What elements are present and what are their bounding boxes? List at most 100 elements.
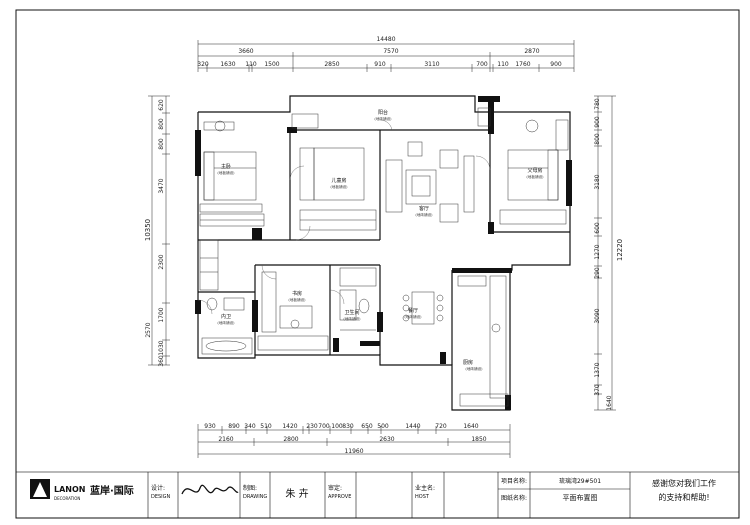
dim-right-6: 1270 <box>594 244 601 259</box>
dim-top-detail-2: 1630 <box>220 61 235 68</box>
dim-left-5: 2300 <box>158 254 165 269</box>
drawing-label-en: DRAWING <box>243 494 267 500</box>
dim-bottom-14: 1640 <box>463 423 478 430</box>
dim-top-detail-3: 110 <box>245 61 257 68</box>
dim-right-total: 12220 <box>616 239 624 261</box>
dim-top-detail-1: 320 <box>197 61 209 68</box>
dim-right-11: 1640 <box>606 395 613 410</box>
dim-bottom-11: 500 <box>377 423 389 430</box>
room-ensuite: 内卫 <box>221 313 231 320</box>
approve-label-en: APPROVE <box>328 494 351 500</box>
room-study: 书房 <box>292 290 302 297</box>
dim-right-4: 3180 <box>594 174 601 189</box>
dim-bottom-13: 720 <box>435 423 447 430</box>
dim-top-detail-7: 3110 <box>424 61 439 68</box>
logo-text: LANON <box>54 485 85 494</box>
dim-left-6: 1700 <box>158 307 165 322</box>
dim-left-total: 10350 <box>144 219 152 241</box>
dim-top-mid-2: 7570 <box>383 48 398 55</box>
thanks-line-2: 的支持和帮助! <box>658 492 709 502</box>
floor-walls <box>197 95 571 411</box>
room-kitchen: 厨房 <box>463 359 473 366</box>
dim-bottom-total: 11960 <box>344 448 363 455</box>
host-label-en: HOST <box>415 494 430 500</box>
room-master-bedroom-note: (地板铺设) <box>217 170 235 175</box>
dim-bottom-mid-4: 1850 <box>471 436 486 443</box>
dim-top-total: 14480 <box>376 36 395 43</box>
dim-right-7: 290 <box>594 267 601 279</box>
room-living-room: 客厅 <box>419 205 429 212</box>
dim-left-7: 2570 <box>145 322 152 337</box>
dim-right-1: 780 <box>594 98 601 110</box>
dim-bottom-12: 1440 <box>405 423 420 430</box>
room-labels: 主卧 (地板铺设) 儿童房 (地板铺设) 阳台 (地砖铺设) 客厅 (地砖铺设)… <box>217 109 544 371</box>
company-name: 蓝岸·国际 <box>90 484 134 497</box>
dim-top-detail-5: 2850 <box>324 61 339 68</box>
dim-right-10: 370 <box>594 384 601 396</box>
dim-bottom-mid-3: 2630 <box>379 436 394 443</box>
project-value: 琉璃湾29#501 <box>559 477 601 485</box>
design-label-en: DESIGN <box>151 494 171 500</box>
dim-top-detail-4: 1500 <box>264 61 279 68</box>
dim-right-5: 600 <box>594 222 601 234</box>
dim-top-mid-1: 3660 <box>238 48 253 55</box>
dim-bottom-10: 650 <box>361 423 373 430</box>
approve-label: 审定: <box>328 484 342 492</box>
dim-bottom-2: 890 <box>228 423 240 430</box>
dim-bottom-8: 100 <box>331 423 343 430</box>
host-label: 业主名: <box>415 484 435 492</box>
dim-bottom-4: 510 <box>260 423 272 430</box>
dim-right-9: 1370 <box>594 362 601 377</box>
room-kids-room-note: (地板铺设) <box>330 184 348 189</box>
room-living-room-note: (地砖铺设) <box>415 212 433 217</box>
dim-left-2: 800 <box>158 118 165 130</box>
design-label: 设计: <box>151 484 165 492</box>
left-dimensions <box>148 95 170 366</box>
dim-top-detail-10: 1760 <box>515 61 530 68</box>
dim-bottom-mid-1: 2160 <box>218 436 233 443</box>
dim-top-detail-9: 110 <box>497 61 509 68</box>
dim-top-detail-11: 900 <box>550 61 562 68</box>
dim-bottom-7: 700 <box>318 423 330 430</box>
designer-signature <box>181 484 239 495</box>
drawing-title-value: 平面布置图 <box>563 493 598 502</box>
logo-subtext: DECORATION <box>54 496 80 501</box>
dim-bottom-6: 230 <box>306 423 318 430</box>
dim-bottom-1: 930 <box>204 423 216 430</box>
solid-wall-blocks <box>195 96 572 410</box>
top-dimensions <box>197 40 575 72</box>
room-dining: 餐厅 <box>408 307 418 314</box>
drafter-name: 朱 卉 <box>285 487 308 500</box>
dim-left-3: 800 <box>158 138 165 150</box>
room-kids-room: 儿童房 <box>331 177 346 184</box>
furniture-fixtures <box>199 107 569 407</box>
dim-left-4: 3470 <box>158 178 165 193</box>
dim-bottom-3: 340 <box>244 423 256 430</box>
room-dining-note: (地砖铺设) <box>404 314 422 319</box>
dim-bottom-mid-2: 2800 <box>283 436 298 443</box>
room-bathroom-note: (地砖铺设) <box>343 316 361 321</box>
dim-right-2: 900 <box>594 116 601 128</box>
dim-bottom-9: 830 <box>342 423 354 430</box>
room-parents-room: 父母房 <box>527 167 542 174</box>
bottom-dimensions <box>197 424 511 458</box>
right-dimensions <box>594 95 616 411</box>
room-master-bedroom: 主卧 <box>221 163 231 170</box>
room-bathroom: 卫生间 <box>344 309 359 316</box>
dim-right-8: 3090 <box>594 308 601 323</box>
room-ensuite-note: (地砖铺设) <box>217 320 235 325</box>
room-parents-room-note: (地板铺设) <box>526 174 544 179</box>
drawing-label: 制图: <box>243 484 257 492</box>
door-swings <box>197 119 491 315</box>
dim-left-8: 1030 <box>158 340 165 355</box>
room-balcony-note: (地砖铺设) <box>374 116 392 121</box>
room-balcony: 阳台 <box>378 109 388 116</box>
title-block <box>15 471 740 519</box>
room-study-note: (地板铺设) <box>288 297 306 302</box>
dim-top-detail-8: 700 <box>476 61 488 68</box>
dim-left-9: 360 <box>158 355 165 367</box>
room-kitchen-note: (地砖铺设) <box>465 366 483 371</box>
project-label: 项目名称: <box>501 477 527 485</box>
dim-bottom-5: 1420 <box>282 423 297 430</box>
